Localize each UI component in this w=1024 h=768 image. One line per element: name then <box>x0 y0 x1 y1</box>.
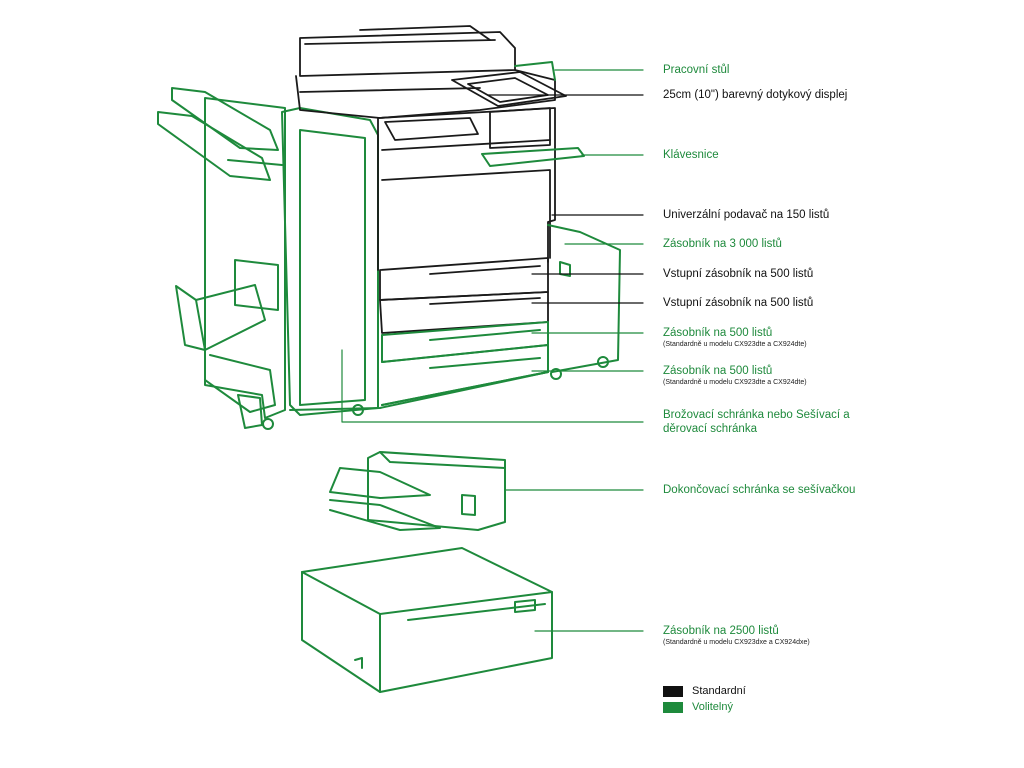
leader-lines <box>341 69 644 632</box>
label-keyboard: Klávesnice <box>663 149 719 161</box>
label-work-surface: Pracovní stůl <box>663 64 730 76</box>
lower-trays <box>381 224 621 406</box>
label-booklet-finisher-line2: děrovací schránka <box>663 423 757 435</box>
label-tray-500-b-note: (Standardně u modelu CX923dte a CX924dte… <box>663 379 807 386</box>
label-booklet-finisher: Brožovací schránka nebo Sešívací a děrov… <box>663 408 850 436</box>
printer-main-body <box>295 25 556 334</box>
legend-standard: Standardní <box>663 685 746 697</box>
label-tray-500-a-title: Zásobník na 500 listů <box>663 327 773 339</box>
label-tray-3000: Zásobník na 3 000 listů <box>663 238 782 250</box>
label-tray-500-a-note: (Standardně u modelu CX923dte a CX924dte… <box>663 341 807 348</box>
legend-optional-swatch <box>663 701 683 713</box>
base-line <box>289 371 549 411</box>
legend-optional: Volitelný <box>663 701 733 713</box>
label-tray-500-b-title: Zásobník na 500 listů <box>663 365 773 377</box>
finisher-output-trays <box>157 87 279 351</box>
label-input-tray-1: Vstupní zásobník na 500 listů <box>663 268 814 280</box>
staple-finisher-shape <box>329 451 506 531</box>
label-input-tray-2: Vstupní zásobník na 500 listů <box>663 297 814 309</box>
label-staple-finisher: Dokončovací schránka se sešívačkou <box>663 484 856 496</box>
legend-standard-label: Standardní <box>692 685 746 697</box>
label-booklet-finisher-line1: Brožovací schránka nebo Sešívací a <box>663 409 850 421</box>
label-tray-2500-note: (Standardně u modelu CX923dxe a CX924dxe… <box>663 639 810 646</box>
tray-2500-shape <box>301 547 553 693</box>
booklet-finisher-body <box>204 97 286 430</box>
label-tray-2500-title: Zásobník na 2500 listů <box>663 625 779 637</box>
keyboard-shape <box>481 147 585 167</box>
legend-optional-label: Volitelný <box>692 701 733 713</box>
label-tray-500-b: Zásobník na 500 listů (Standardně u mode… <box>663 364 807 387</box>
legend-standard-swatch <box>663 685 683 697</box>
work-surface-shape <box>514 61 556 81</box>
label-tray-500-a: Zásobník na 500 listů (Standardně u mode… <box>663 326 807 349</box>
label-tray-2500: Zásobník na 2500 listů (Standardně u mod… <box>663 624 810 647</box>
label-mp-feeder: Univerzální podavač na 150 listů <box>663 209 830 221</box>
label-touch-display: 25cm (10") barevný dotykový displej <box>663 89 848 101</box>
finisher-tower <box>281 107 379 416</box>
